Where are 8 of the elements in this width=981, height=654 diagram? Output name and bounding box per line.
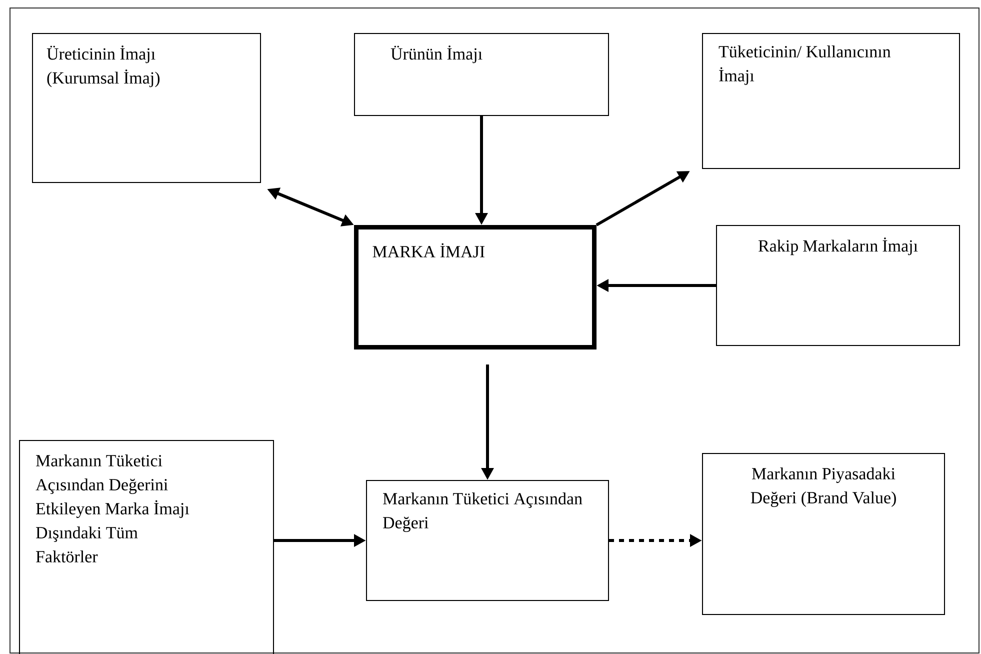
process-box: Tüketicinin/ Kullanıcının İmajı (702, 33, 960, 169)
process-box: MARKA İMAJI (354, 225, 596, 350)
process-box: Rakip Markaların İmajı (716, 225, 960, 346)
process-box: Markanın Tüketici Açısından Değeri (366, 480, 609, 601)
process-box: Markanın Tüketici Açısından Değerini Etkileyen Marka İmajı Dışındaki Tüm Faktörler (19, 440, 274, 654)
process-box: Ürünün İmajı (354, 33, 609, 116)
process-box: Üreticinin İmajı (Kurumsal İmaj) (32, 33, 261, 183)
process-box: Markanın Piyasadaki Değeri (Brand Value) (702, 453, 946, 615)
